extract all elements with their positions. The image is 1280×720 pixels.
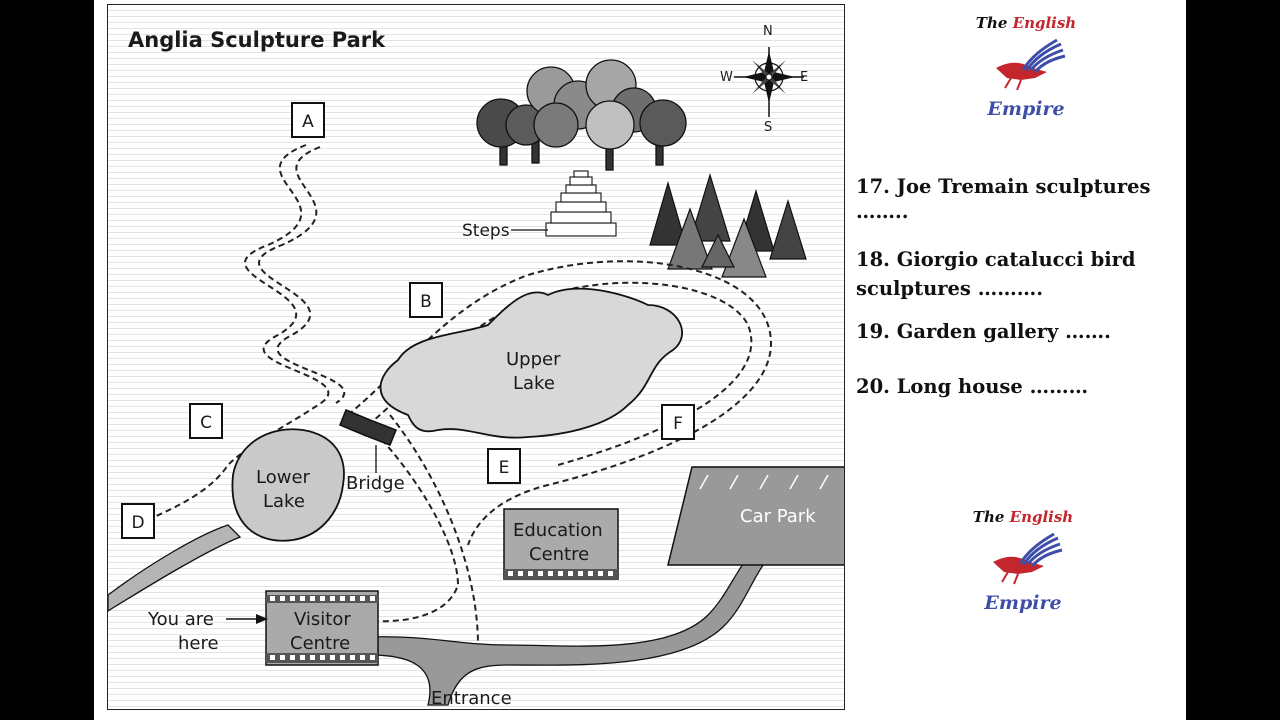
compass-west: W [720,70,733,85]
question-17-text: 17. Joe Tremain sculptures [856,175,1151,198]
marker-f: F [661,404,695,440]
compass-east: E [800,70,808,85]
question-17: 17. Joe Tremain sculptures …….. [856,172,1176,223]
upper-lake-label-2: Lake [513,373,555,394]
entrance-label: Entrance [431,688,512,709]
visitor-centre-label-1: Visitor [294,609,351,630]
steps-label: Steps [462,221,510,241]
deciduous-trees-icon [476,59,687,171]
lower-lake-label-1: Lower [256,467,311,488]
map-title: Anglia Sculpture Park [128,28,386,52]
english-empire-logo-bottom: The English Empire [948,508,1098,628]
marker-c: C [189,403,223,439]
visitor-centre-label-2: Centre [290,633,350,654]
steps-icon [545,170,617,237]
map-drawing: Anglia Sculpture Park N S E W [108,24,844,709]
eagle-icon [993,532,1063,585]
question-18: 18. Giorgio catalucci bird sculptures ……… [856,245,1176,303]
car-park-label: Car Park [740,506,816,527]
question-17-blank: …….. [856,200,909,223]
marker-f-letter: F [673,414,683,434]
english-empire-logo-top: The English Empire [951,14,1101,134]
visitor-centre-building [265,590,379,666]
logo-empire: Empire [984,592,1062,614]
park-map: Anglia Sculpture Park N S E W [107,4,845,710]
upper-lake-label-1: Upper [506,349,561,370]
question-20: 20. Long house ……… [856,372,1176,401]
marker-b: B [409,282,443,318]
question-list: 17. Joe Tremain sculptures …….. 18. Gior… [856,172,1176,423]
you-are-here-label-1: You are [147,609,214,630]
marker-b-letter: B [420,292,432,312]
eagle-icon [996,38,1066,91]
question-19-text: 19. Garden gallery ……. [856,320,1111,343]
compass-north: N [763,24,773,39]
lower-lake-label-2: Lake [263,491,305,512]
question-20-text: 20. Long house ……… [856,375,1089,398]
education-centre-building [503,508,619,580]
education-centre-label-2: Centre [529,544,589,565]
question-18-text: 18. Giorgio catalucci bird [856,248,1136,271]
river [108,524,242,612]
upper-lake [379,287,683,439]
marker-e-letter: E [499,458,510,478]
bridge-label: Bridge [346,473,405,494]
marker-c-letter: C [200,413,212,433]
marker-d: D [121,503,155,539]
you-are-here-label-2: here [178,633,219,654]
lower-lake [231,428,345,542]
compass-south: S [764,120,772,135]
marker-a-letter: A [302,112,314,132]
slide: Anglia Sculpture Park N S E W [94,0,1186,720]
you-are-here-arrow-icon [226,614,268,624]
car-park-area [667,466,844,566]
logo-empire: Empire [987,98,1065,120]
logo-title: The English [975,14,1077,32]
logo-title: The English [972,508,1074,526]
question-18-text-2: sculptures ………. [856,277,1043,300]
bridge-icon [339,409,397,473]
marker-d-letter: D [131,513,144,533]
compass-rose-icon [734,47,804,117]
marker-e: E [487,448,521,484]
question-19: 19. Garden gallery ……. [856,317,1176,346]
conifer-trees-icon [649,172,807,278]
road [369,544,775,706]
education-centre-label-1: Education [513,520,603,541]
marker-a: A [291,102,325,138]
footpaths [147,144,773,646]
